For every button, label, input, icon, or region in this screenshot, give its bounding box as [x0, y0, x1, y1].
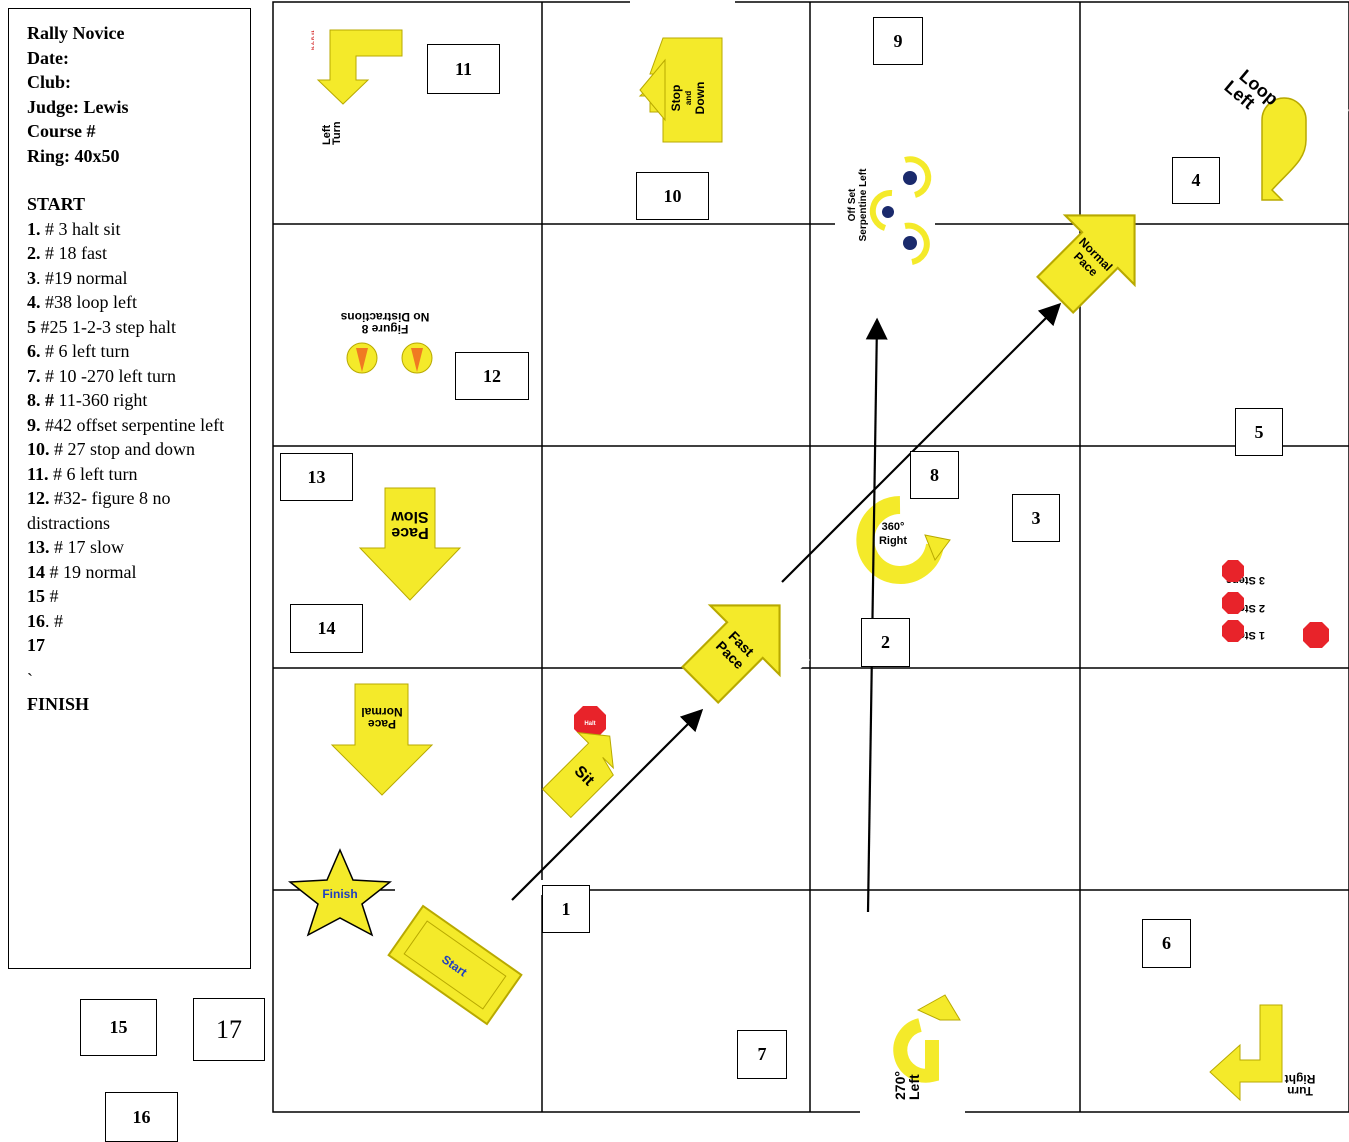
station-number-11: 11	[427, 44, 500, 94]
station-number-2: 2	[861, 618, 910, 667]
sign-slow-pace: Slow Pace	[360, 488, 460, 600]
course-path	[512, 306, 1058, 912]
sign-360-right: 360° Right	[865, 505, 950, 575]
svg-text:360°: 360°	[882, 521, 905, 533]
station-number-12: 12	[455, 352, 529, 400]
station-number-1: 1	[542, 885, 590, 933]
station-number-5: 5	[1235, 408, 1283, 456]
station-number-3: 3	[1012, 494, 1060, 542]
left-turn-label-2: Turn	[331, 121, 343, 145]
sign-start: Start	[389, 906, 522, 1024]
sign-fast-pace: Fast Pace	[655, 571, 814, 730]
station-number-9: 9	[873, 17, 923, 65]
station-number-16: 16	[105, 1092, 178, 1142]
svg-text:N. A. R. #1: N. A. R. #1	[310, 30, 315, 50]
svg-text:Down: Down	[693, 82, 707, 115]
path-arrow-270-to-serpentine	[868, 322, 877, 912]
svg-text:Right: Right	[879, 535, 907, 547]
sign-normal-pace-diagonal: Normal Pace	[1021, 181, 1169, 329]
sign-stop-and-down: Stop and Down	[640, 38, 722, 142]
station-number-6: 6	[1142, 919, 1191, 968]
sign-figure-8: Figure 8 No Distractions	[340, 310, 432, 373]
svg-text:Off Set: Off Set	[847, 188, 858, 221]
sign-offset-serpentine-left: Off Set Serpentine Left	[847, 159, 928, 262]
station-number-17: 17	[193, 998, 265, 1061]
svg-text:Stop: Stop	[669, 85, 683, 112]
svg-text:Normal: Normal	[361, 705, 402, 719]
sign-normal-pace-down: Normal Pace	[332, 684, 432, 795]
svg-text:Finish: Finish	[322, 887, 357, 901]
svg-text:Pace: Pace	[391, 524, 428, 541]
station-number-4: 4	[1172, 157, 1220, 204]
svg-text:Serpentine Left: Serpentine Left	[858, 168, 869, 241]
station-number-14: 14	[290, 604, 363, 653]
station-number-13: 13	[280, 453, 353, 501]
sign-step-halt: 1 Step 2 Steps 3 Steps	[1222, 560, 1329, 648]
sign-halt-sit: Sit Halt	[532, 706, 631, 817]
svg-text:Turn: Turn	[1287, 1084, 1313, 1098]
sign-loop-left: Loop Left	[1200, 30, 1349, 210]
station-number-8: 8	[910, 451, 959, 499]
svg-text:Slow: Slow	[391, 508, 429, 525]
svg-text:Left: Left	[906, 1074, 922, 1100]
svg-text:No Distractions: No Distractions	[340, 310, 429, 324]
svg-text:Halt: Halt	[584, 721, 595, 727]
svg-text:and: and	[684, 91, 693, 105]
sign-270-left: 270° Left	[892, 995, 960, 1100]
svg-text:Pace: Pace	[368, 717, 396, 731]
sign-left-turn: Left Turn N. A. R. #1	[310, 30, 402, 145]
sign-finish: Finish	[290, 850, 390, 935]
svg-text:Right: Right	[1285, 1072, 1316, 1086]
station-number-7: 7	[737, 1030, 787, 1079]
sign-right-turn: Right Turn	[1210, 1005, 1315, 1100]
station-number-15: 15	[80, 999, 157, 1056]
station-number-10: 10	[636, 172, 709, 220]
